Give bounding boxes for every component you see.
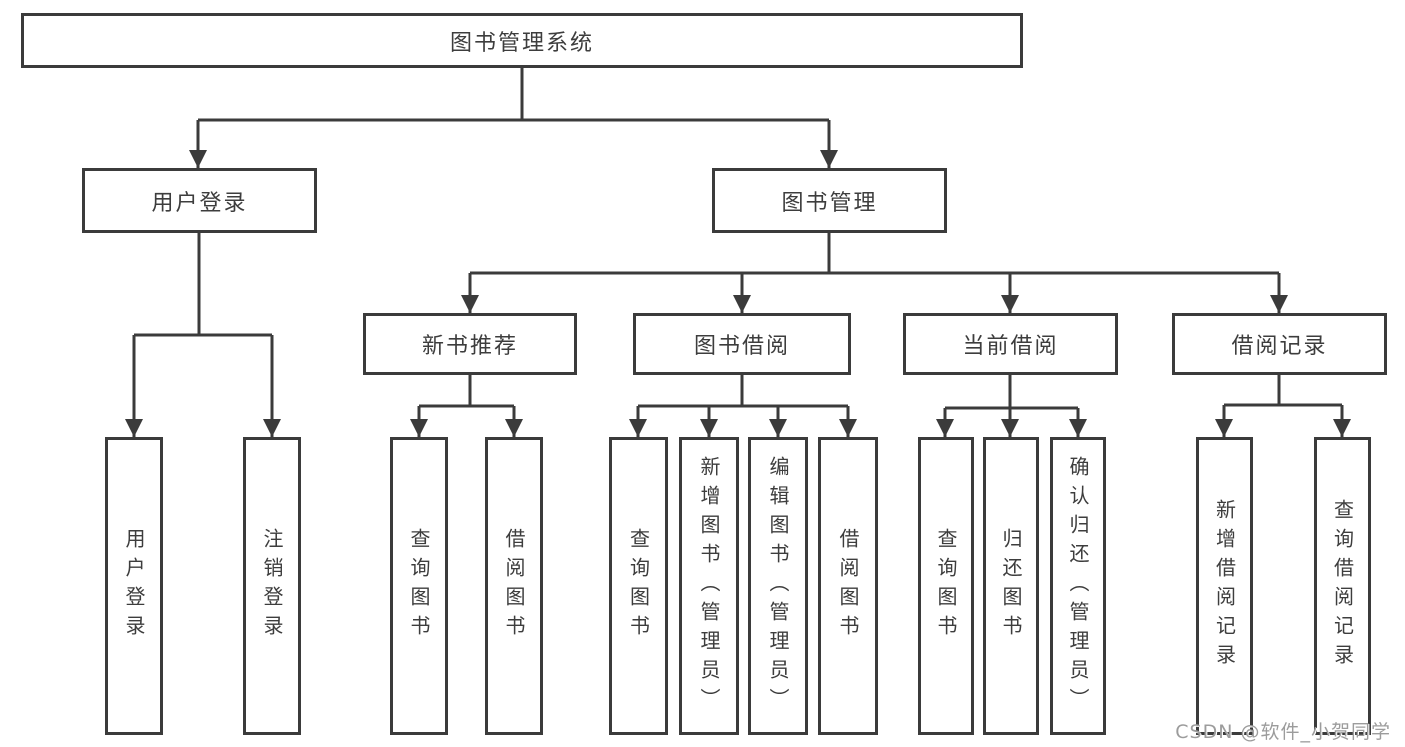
leaf-borrow-books-recommend-label: 借阅图书 [502, 528, 526, 644]
node-user-login: 用户登录 [82, 168, 317, 233]
leaf-confirm-return-admin: 确认归还（管理员） [1050, 437, 1106, 735]
node-borrowing-records: 借阅记录 [1172, 313, 1387, 375]
leaf-logout-label: 注销登录 [260, 528, 284, 644]
csdn-watermark: CSDN @软件_小贺同学 [1175, 721, 1391, 743]
leaf-query-borrow-record: 查询借阅记录 [1314, 437, 1371, 735]
leaf-query-books-borrowing-label: 查询图书 [626, 528, 651, 644]
leaf-query-books-recommend: 查询图书 [390, 437, 448, 735]
leaf-add-borrow-record-label: 新增借阅记录 [1212, 499, 1237, 673]
node-library-management-system: 图书管理系统 [21, 13, 1023, 68]
node-current-borrowing: 当前借阅 [903, 313, 1118, 375]
leaf-confirm-return-admin-label: 确认归还（管理员） [1066, 455, 1090, 717]
leaf-borrow-books-borrowing: 借阅图书 [818, 437, 878, 735]
leaf-logout: 注销登录 [243, 437, 301, 735]
leaf-add-borrow-record: 新增借阅记录 [1196, 437, 1253, 735]
leaf-borrow-books-recommend: 借阅图书 [485, 437, 543, 735]
leaf-query-borrow-record-label: 查询借阅记录 [1330, 499, 1355, 673]
leaf-edit-book-admin: 编辑图书（管理员） [748, 437, 808, 735]
leaf-query-books-borrowing: 查询图书 [609, 437, 668, 735]
leaf-borrow-books-borrowing-label: 借阅图书 [836, 528, 860, 644]
leaf-user-login: 用户登录 [105, 437, 163, 735]
leaf-return-books: 归还图书 [983, 437, 1039, 735]
node-book-management: 图书管理 [712, 168, 947, 233]
leaf-add-book-admin-label: 新增图书（管理员） [697, 455, 721, 717]
leaf-return-books-label: 归还图书 [999, 528, 1023, 644]
leaf-query-books-current-label: 查询图书 [934, 528, 958, 644]
leaf-add-book-admin: 新增图书（管理员） [679, 437, 739, 735]
leaf-edit-book-admin-label: 编辑图书（管理员） [766, 455, 790, 717]
node-new-book-recommendation: 新书推荐 [363, 313, 577, 375]
leaf-query-books-current: 查询图书 [918, 437, 974, 735]
node-book-borrowing: 图书借阅 [633, 313, 851, 375]
leaf-user-login-label: 用户登录 [122, 528, 146, 644]
leaf-query-books-recommend-label: 查询图书 [407, 528, 431, 644]
